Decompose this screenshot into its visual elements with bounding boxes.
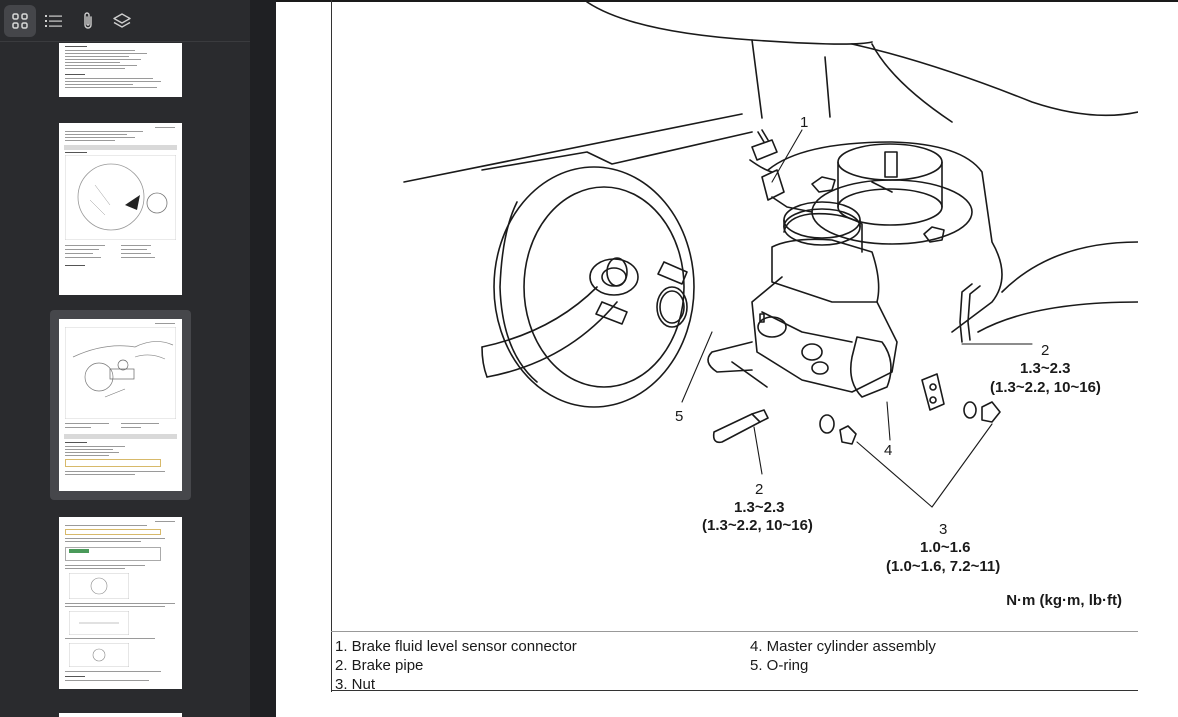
figure-divider [331, 631, 1138, 632]
thumbnail-2-figure [65, 155, 176, 240]
callout-2-right-torque-alt: (1.3~2.2, 10~16) [990, 379, 1101, 396]
torque-unit-label: N·m (kg·m, lb·ft) [1006, 592, 1122, 609]
callout-5: 5 [675, 408, 684, 425]
legend-frame-bottom [331, 690, 1138, 691]
diagram-drawing [403, 1, 1139, 508]
thumbnails-button[interactable] [4, 4, 36, 37]
callout-2-left-torque: 1.3~2.3 [734, 499, 785, 516]
callout-4: 4 [884, 442, 893, 459]
thumbnails-icon [12, 12, 28, 29]
legend-item-4: 4. Master cylinder assembly [750, 638, 936, 655]
callout-2-left-torque-alt: (1.3~2.2, 10~16) [702, 517, 813, 534]
callout-2-right-number: 2 [1041, 342, 1050, 359]
sidebar-scrollbar[interactable] [250, 0, 276, 717]
legend-item-1: 1. Brake fluid level sensor connector [335, 638, 577, 655]
thumbnail-3-figure [65, 327, 176, 419]
callout-1: 1 [800, 114, 809, 131]
callout-3-torque: 1.0~1.6 [920, 539, 971, 556]
sidebar-toolbar [0, 0, 250, 42]
callout-3-number: 3 [939, 521, 948, 538]
page-thumbnail-4[interactable] [59, 517, 182, 689]
page-thumbnail-2[interactable] [59, 123, 182, 295]
document-page: 1 2 1.3~2.3 (1.3~2.2, 10~16) 5 4 2 1.3~2… [276, 0, 1178, 717]
callout-2-left-number: 2 [755, 481, 764, 498]
callout-2-right-torque: 1.3~2.3 [1020, 360, 1071, 377]
page-top-border [276, 0, 1178, 2]
outline-button[interactable] [38, 5, 70, 37]
callout-3-torque-alt: (1.0~1.6, 7.2~11) [886, 558, 1001, 575]
page-thumbnail-5[interactable] [59, 713, 182, 717]
outline-icon [45, 14, 62, 27]
page-thumbnail-3-current[interactable] [59, 319, 182, 491]
thumbnail-4-figure-b [69, 611, 129, 635]
figure-frame-left [331, 0, 332, 692]
thumbnail-4-figure-a [69, 573, 129, 599]
layers-icon [113, 12, 131, 28]
attachments-icon [84, 11, 92, 29]
legend-item-2: 2. Brake pipe [335, 657, 424, 674]
master-cylinder-diagram: 1 2 1.3~2.3 (1.3~2.2, 10~16) 5 4 2 1.3~2… [332, 1, 1139, 630]
thumbnail-4-figure-c [69, 643, 129, 667]
legend-item-5: 5. O-ring [750, 657, 809, 674]
layers-button[interactable] [106, 5, 138, 37]
legend-item-3: 3. Nut [335, 676, 376, 692]
attachments-button[interactable] [72, 5, 104, 37]
page-thumbnail-1[interactable] [59, 43, 182, 97]
